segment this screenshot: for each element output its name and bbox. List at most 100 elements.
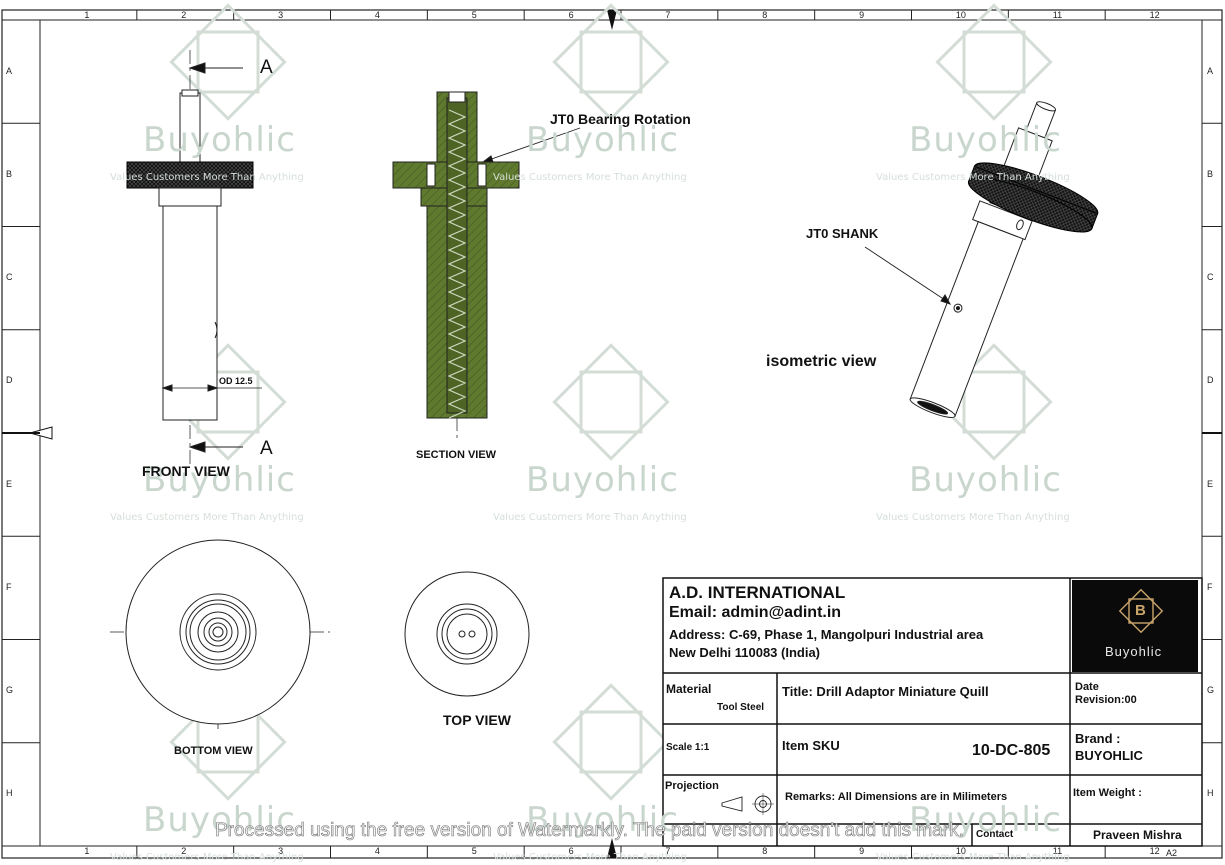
bottom-view-label: BOTTOM VIEW [174, 745, 253, 757]
zone-label-row: E [6, 478, 13, 489]
bottom-view-drawing [110, 539, 330, 730]
section-mark-top: A [260, 57, 273, 78]
zone-label-column: 8 [762, 10, 768, 20]
logo-mark [1118, 588, 1164, 634]
watermark-tagline: Values Customers More Than Anything [493, 512, 687, 523]
zone-label-column: 5 [471, 10, 477, 20]
zone-label-column: 4 [374, 846, 380, 856]
revision-label: Revision:00 [1075, 694, 1137, 706]
zone-label-column: 8 [762, 846, 768, 856]
zone-label-row: G [6, 685, 14, 696]
watermark-square [579, 370, 643, 434]
zone-label-column: 10 [955, 10, 966, 20]
zone-label-row: C [6, 272, 13, 283]
top-view-label: TOP VIEW [443, 712, 511, 728]
isometric-view-label: isometric view [766, 353, 877, 370]
zone-label-column: 2 [181, 846, 187, 856]
watermark-square [962, 30, 1026, 94]
zone-label-column: 3 [278, 10, 284, 20]
watermark-square [579, 30, 643, 94]
zone-label-column: 12 [1149, 846, 1160, 856]
watermark-brand: Buyohlic [143, 800, 296, 840]
drawing-title: Title: Drill Adaptor Miniature Quill [782, 684, 989, 699]
scale-label: Scale 1:1 [666, 742, 710, 753]
zone-label-column: 11 [1052, 10, 1063, 20]
zone-label-column: 11 [1052, 846, 1063, 856]
zone-label-column: 6 [568, 10, 574, 20]
watermark-diamond [552, 343, 670, 461]
zone-label-column: 9 [859, 846, 865, 856]
watermark-tagline: Values Customers More Than Anything [876, 852, 1070, 863]
front-view-label: FRONT VIEW [142, 463, 230, 479]
zone-label-column: 7 [665, 10, 671, 20]
zone-label-column: 3 [278, 846, 284, 856]
projection-label: Projection [665, 780, 719, 792]
watermark-brand: Buyohlic [909, 120, 1062, 160]
sheet-size-label: A2 [1166, 848, 1178, 858]
front-view-drawing [126, 50, 262, 465]
watermark-banner: Processed using the free version of Wate… [215, 820, 964, 842]
watermark-brand: Buyohlic [909, 460, 1062, 500]
zone-label-row: E [1207, 478, 1214, 489]
zone-label-row: H [6, 788, 13, 799]
company-address-line2: New Delhi 110083 (India) [669, 645, 821, 660]
watermark-tagline: Values Customers More Than Anything [876, 512, 1070, 523]
zone-label-row: D [6, 375, 13, 386]
date-label: Date [1075, 681, 1099, 693]
zone-label-row: C [1207, 272, 1214, 283]
watermark-brand: Buyohlic [526, 800, 679, 840]
watermark-diamond [169, 3, 287, 121]
material-value: Tool Steel [717, 702, 765, 713]
author-name: Praveen Mishra [1093, 828, 1182, 842]
zone-label-column: 4 [374, 10, 380, 20]
zone-label-column: 2 [181, 10, 187, 20]
zone-label-row: F [6, 581, 12, 592]
zone-label-column: 9 [859, 10, 865, 20]
company-name: A.D. INTERNATIONAL [669, 583, 846, 602]
center-mark-bottom [607, 838, 617, 858]
zone-label-column: 1 [84, 846, 90, 856]
zone-label-row: G [1207, 685, 1215, 696]
remarks-label: Remarks: All Dimensions are in Milimeter… [785, 791, 1008, 803]
zone-label-column: 6 [568, 846, 574, 856]
zone-label-row: B [6, 168, 13, 179]
item-weight-label: Item Weight : [1073, 787, 1142, 799]
projection-symbol-icon [721, 793, 774, 815]
watermark-tagline: Values Customers More Than Anything [876, 172, 1070, 183]
watermark-brand: Buyohlic [526, 460, 679, 500]
contact-label: Contact [976, 829, 1014, 840]
watermark-square [962, 370, 1026, 434]
zone-label-column: 12 [1149, 10, 1160, 20]
watermark-tagline: Values Customers More Than Anything [110, 852, 304, 863]
watermark-brand: Buyohlic [526, 120, 679, 160]
center-mark-top [607, 10, 617, 30]
watermark-tagline: Values Customers More Than Anything [493, 172, 687, 183]
zone-label-row: H [1207, 788, 1214, 799]
logo-letter: B [1135, 602, 1146, 619]
bearing-callout: JT0 Bearing Rotation [550, 111, 691, 127]
watermark-tagline: Values Customers More Than Anything [110, 512, 304, 523]
zone-label-row: D [1207, 375, 1214, 386]
watermark-diamond [935, 3, 1053, 121]
zone-label-row: B [1207, 168, 1214, 179]
watermark-diamond [552, 683, 670, 801]
material-label: Material [666, 682, 712, 696]
company-address-line1: Address: C-69, Phase 1, Mangolpuri Indus… [669, 627, 984, 642]
isometric-view-drawing [864, 101, 1099, 418]
section-mark-bottom: A [260, 438, 273, 459]
brand-label: Brand : [1075, 731, 1121, 746]
watermark-square [579, 710, 643, 774]
top-view-drawing [404, 571, 530, 697]
zone-label-row: A [1207, 65, 1214, 76]
item-sku-label: Item SKU [782, 738, 840, 753]
od-dimension-label: OD 12.5 [219, 376, 253, 386]
zone-label-column: 1 [84, 10, 90, 20]
zone-label-row: A [6, 65, 13, 76]
section-view-drawing [392, 91, 581, 438]
center-mark-left [28, 426, 53, 440]
watermark-tagline: Values Customers More Than Anything [110, 172, 304, 183]
zone-label-column: 5 [471, 846, 477, 856]
watermark-brand: Buyohlic [143, 460, 296, 500]
watermark-diamond [552, 3, 670, 121]
